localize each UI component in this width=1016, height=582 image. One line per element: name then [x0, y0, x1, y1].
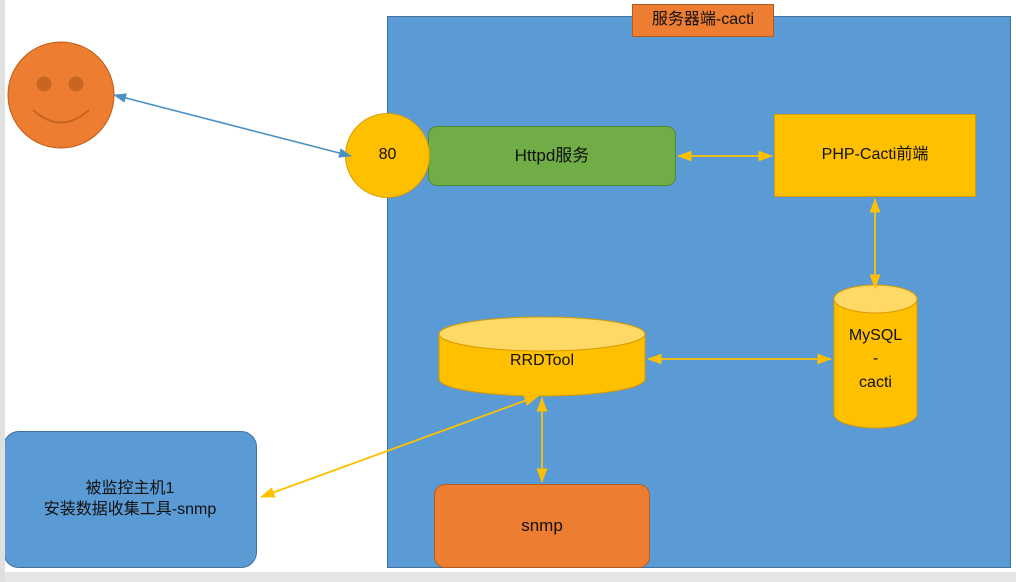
rrdtool-cylinder-shape — [438, 316, 646, 397]
smiley-face-icon — [7, 41, 115, 149]
httpd-service-node[interactable]: Httpd服务 — [428, 126, 676, 186]
monitored-host-line2: 安装数据收集工具-snmp — [43, 500, 217, 518]
port-80-node[interactable]: 80 — [345, 113, 430, 198]
mysql-cylinder-shape — [833, 284, 918, 429]
rrdtool-node[interactable]: RRDTool — [438, 316, 646, 397]
monitored-host-node[interactable]: 被监控主机1 安装数据收集工具-snmp — [3, 431, 257, 568]
snmp-node[interactable]: snmp — [434, 484, 650, 568]
canvas-left-strip — [0, 0, 5, 582]
server-side-title: 服务器端-cacti — [632, 4, 774, 37]
canvas-bottom-strip — [0, 572, 1016, 582]
php-cacti-frontend-node[interactable]: PHP-Cacti前端 — [774, 114, 976, 197]
monitored-host-line1: 被监控主机1 — [85, 480, 175, 498]
client-smiley-icon — [6, 40, 116, 150]
mysql-cacti-node[interactable]: MySQL - cacti — [833, 284, 918, 429]
